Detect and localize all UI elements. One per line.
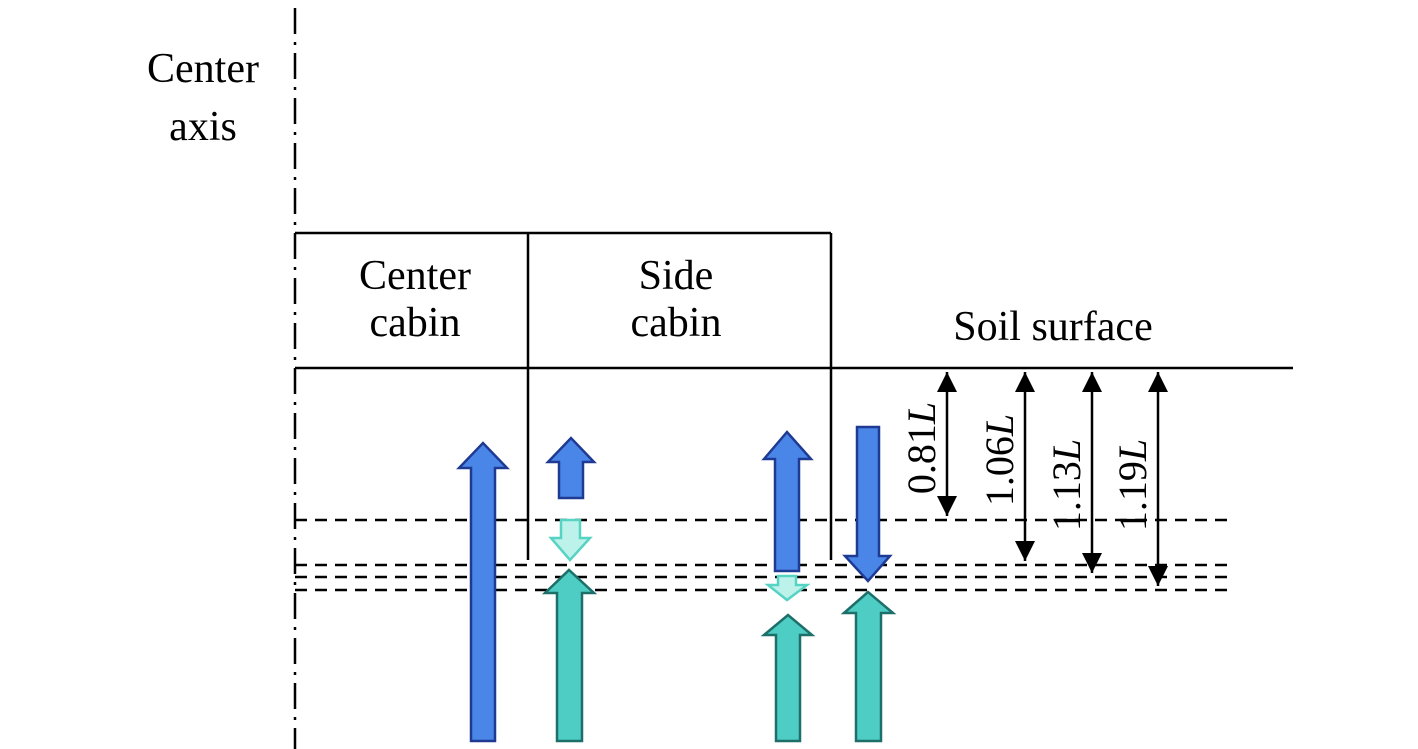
center-axis-label-line2: axis: [169, 104, 237, 150]
cabin-structure: [295, 231, 833, 560]
center-cabin-label-line2: cabin: [370, 300, 461, 346]
soil-surface-label: Soil surface: [953, 304, 1152, 350]
side-cabin-label-line2: cabin: [631, 300, 722, 346]
depth-label-106: 1.06L: [977, 414, 1022, 506]
upper-force-arrows: [456, 425, 893, 743]
side-cabin-label-line1: Side: [639, 253, 714, 299]
up-arrow-teal-left: [541, 568, 598, 743]
up-arrow-side-left-small: [545, 436, 597, 500]
faded-down-arrow-left: [548, 518, 593, 562]
depth-label-081: 0.81L: [899, 402, 944, 494]
depth-label-119: 1.19L: [1110, 439, 1155, 531]
center-axis-label-line1: Center: [147, 46, 259, 92]
down-arrow-outside: [842, 425, 893, 583]
depth-level-lines: [295, 518, 1235, 592]
dimension-arrows: [937, 372, 1168, 586]
depth-label-113: 1.13L: [1044, 439, 1089, 531]
up-arrow-center-long: [456, 441, 510, 743]
up-arrow-teal-right: [760, 613, 816, 743]
lower-force-arrows: [541, 568, 897, 743]
up-arrow-teal-outside: [840, 590, 897, 743]
up-arrow-side-right: [761, 430, 814, 573]
center-cabin-label-line1: Center: [359, 253, 471, 299]
faded-force-arrows: [548, 518, 811, 602]
faded-down-arrow-right: [764, 574, 811, 602]
